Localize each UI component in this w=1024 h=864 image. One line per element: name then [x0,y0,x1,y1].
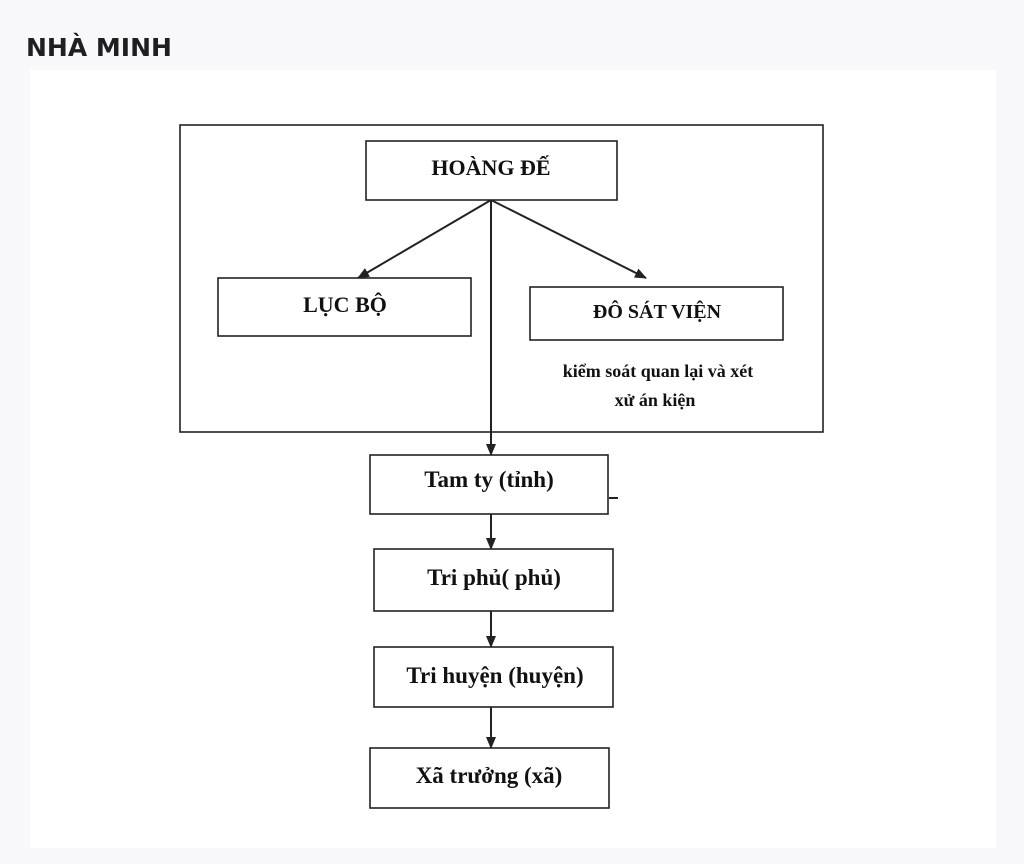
node-censorate: ĐÔ SÁT VIỆN [529,286,784,341]
node-commune-box [369,747,610,809]
node-district-label: Tri huyện (huyện) [406,663,583,688]
censorate-note-line2: xử án kiện [615,390,696,410]
edge-emperor-to-six-ministries [357,199,492,279]
node-emperor: HOÀNG ĐẾ [365,140,618,201]
page-title: NHÀ MINH [26,33,172,62]
node-censorate-box [529,286,784,341]
node-province-label: Tam ty (tỉnh) [424,467,554,492]
node-province: Tam ty (tỉnh) [369,454,609,515]
censorate-note-line1: kiểm soát quan lại và xét [563,361,754,381]
node-six-ministries-label: LỤC BỘ [303,292,387,317]
node-emperor-label: HOÀNG ĐẾ [431,155,550,180]
node-district: Tri huyện (huyện) [373,646,614,708]
node-district-box [373,646,614,708]
node-six-ministries-box [217,277,472,337]
node-prefecture-box [373,548,614,612]
node-province-box [369,454,609,515]
node-commune: Xã trưởng (xã) [369,747,610,809]
node-censorate-label: ĐÔ SÁT VIỆN [593,299,722,323]
central-government-frame [179,124,824,433]
edge-emperor-to-censorate [490,199,647,279]
node-emperor-box [365,140,618,201]
node-prefecture-label: Tri phủ( phủ) [427,565,561,590]
node-six-ministries: LỤC BỘ [217,277,472,337]
node-commune-label: Xã trưởng (xã) [416,763,563,788]
node-prefecture: Tri phủ( phủ) [373,548,614,612]
